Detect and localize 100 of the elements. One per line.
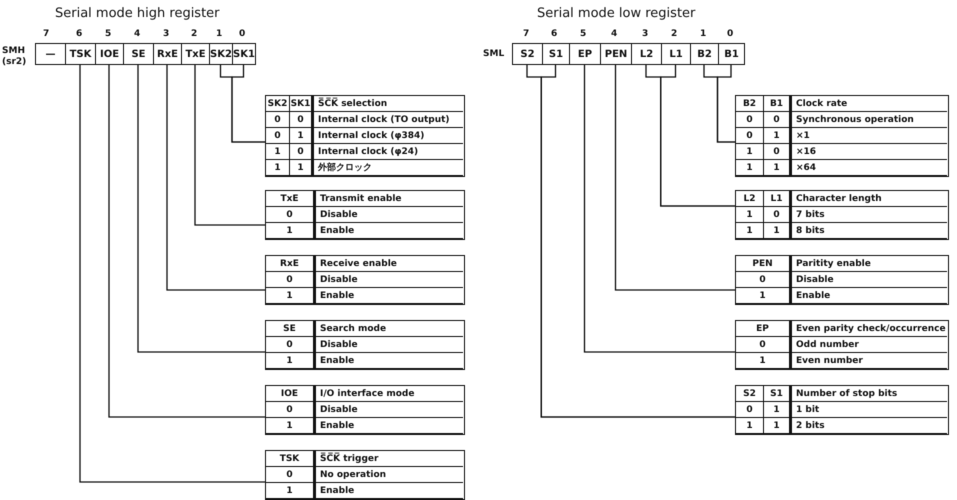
table-cell: Search mode xyxy=(316,321,463,337)
table-cell: Synchronous operation xyxy=(792,112,947,128)
leader-line xyxy=(716,65,735,143)
table-cell: L1 xyxy=(764,191,792,207)
table-cell: L2 xyxy=(736,191,764,207)
table-cell: Internal clock (TO output) xyxy=(314,112,463,128)
table-cell: 0 xyxy=(736,272,792,288)
bit-number: 0 xyxy=(727,29,734,39)
table-cell: I/O interface mode xyxy=(316,386,463,402)
register-bit-field: SK1 xyxy=(232,43,256,65)
table-cell: 0 xyxy=(736,112,764,128)
register-bit-field: TSK xyxy=(65,43,96,65)
table-cell: 1 xyxy=(266,144,290,160)
table-cell: S̅C̅K̅ selection xyxy=(314,96,463,112)
table-cell: Disable xyxy=(316,207,463,223)
register-bit-field: SK2 xyxy=(209,43,233,65)
table-cell: 0 xyxy=(290,144,314,160)
table-cell: SK1 xyxy=(290,96,314,112)
table-cell: 0 xyxy=(266,207,316,223)
table-cell: 1 xyxy=(736,207,764,223)
bit-setting-table xyxy=(735,255,949,305)
table-cell: Enable xyxy=(792,288,947,304)
bit-number: 4 xyxy=(611,29,618,39)
bit-number: 3 xyxy=(163,29,170,39)
table-cell: Internal clock (φ384) xyxy=(314,128,463,144)
register-bit-field: B1 xyxy=(718,43,745,65)
table-cell: Enable xyxy=(316,353,463,369)
table-cell: 8 bits xyxy=(792,223,947,239)
bit-number: 0 xyxy=(239,29,246,39)
bit-number: 2 xyxy=(671,29,678,39)
bit-number: 4 xyxy=(134,29,140,39)
table-cell: EP xyxy=(736,321,792,337)
table-cell: TxE xyxy=(266,191,316,207)
register-heading: Serial mode high register xyxy=(55,6,220,21)
bit-number: 2 xyxy=(191,29,198,39)
table-cell: B2 xyxy=(736,96,764,112)
table-cell: Transmit enable xyxy=(316,191,463,207)
table-cell: 1 xyxy=(290,128,314,144)
table-cell: 1 xyxy=(266,483,316,499)
leader-line xyxy=(194,65,265,226)
bit-setting-table xyxy=(265,320,465,370)
table-cell: Number of stop bits xyxy=(792,386,947,402)
table-cell: 0 xyxy=(736,128,764,144)
table-cell: 0 xyxy=(764,144,792,160)
table-cell: SK2 xyxy=(266,96,290,112)
table-cell: B1 xyxy=(764,96,792,112)
table-cell: 1 xyxy=(736,288,792,304)
table-cell: 1 xyxy=(736,223,764,239)
table-cell: 0 xyxy=(266,467,316,483)
table-cell: 0 xyxy=(764,112,792,128)
table-cell: Internal clock (φ24) xyxy=(314,144,463,160)
register-bit-field: S2 xyxy=(512,43,543,65)
bit-setting-table xyxy=(735,190,949,240)
table-cell: ×64 xyxy=(792,160,947,176)
table-cell: S2 xyxy=(736,386,764,402)
leader-line xyxy=(614,65,735,291)
table-cell: 1 xyxy=(266,160,290,176)
table-cell: S1 xyxy=(764,386,792,402)
bit-setting-table xyxy=(265,255,465,305)
bit-setting-table xyxy=(265,450,465,500)
register-name: SML xyxy=(483,49,504,59)
table-cell: 0 xyxy=(290,112,314,128)
table-cell: Enable xyxy=(316,223,463,239)
table-cell: 0 xyxy=(266,112,290,128)
table-cell: 1 xyxy=(764,160,792,176)
leader-line xyxy=(584,65,735,353)
bit-number: 1 xyxy=(700,29,706,39)
table-cell: 1 xyxy=(736,353,792,369)
leader-line xyxy=(660,65,735,207)
table-cell: 0 xyxy=(266,272,316,288)
leader-line xyxy=(108,65,265,418)
table-cell: Character length xyxy=(792,191,947,207)
table-cell: Even parity check/occurrence xyxy=(792,321,947,337)
bit-number: 1 xyxy=(216,29,222,39)
table-cell: 1 xyxy=(266,288,316,304)
table-cell: 1 xyxy=(736,160,764,176)
table-cell: Disable xyxy=(316,337,463,353)
bit-number: 3 xyxy=(642,29,648,39)
table-cell: 1 xyxy=(764,402,792,418)
table-cell: Disable xyxy=(316,402,463,418)
table-cell: S̅C̅K̅ trigger xyxy=(316,451,463,467)
table-cell: Disable xyxy=(316,272,463,288)
bit-setting-table xyxy=(735,320,949,370)
register-bit-field: S1 xyxy=(542,43,570,65)
register-bit-field: B2 xyxy=(690,43,719,65)
bit-setting-table xyxy=(265,190,465,240)
register-bit-field: — xyxy=(35,43,66,65)
leader-line xyxy=(166,65,265,291)
table-cell: 0 xyxy=(266,128,290,144)
register-bit-field: TxE xyxy=(181,43,210,65)
register-bit-field: EP xyxy=(569,43,601,65)
table-cell: 1 xyxy=(736,418,764,434)
table-cell: 1 xyxy=(290,160,314,176)
table-cell: 1 xyxy=(736,144,764,160)
bit-setting-table xyxy=(265,95,465,177)
register-bit-field: PEN xyxy=(600,43,632,65)
bit-setting-table xyxy=(735,95,949,177)
leader-line xyxy=(231,65,265,143)
table-cell: 7 bits xyxy=(792,207,947,223)
table-cell: 0 xyxy=(764,207,792,223)
